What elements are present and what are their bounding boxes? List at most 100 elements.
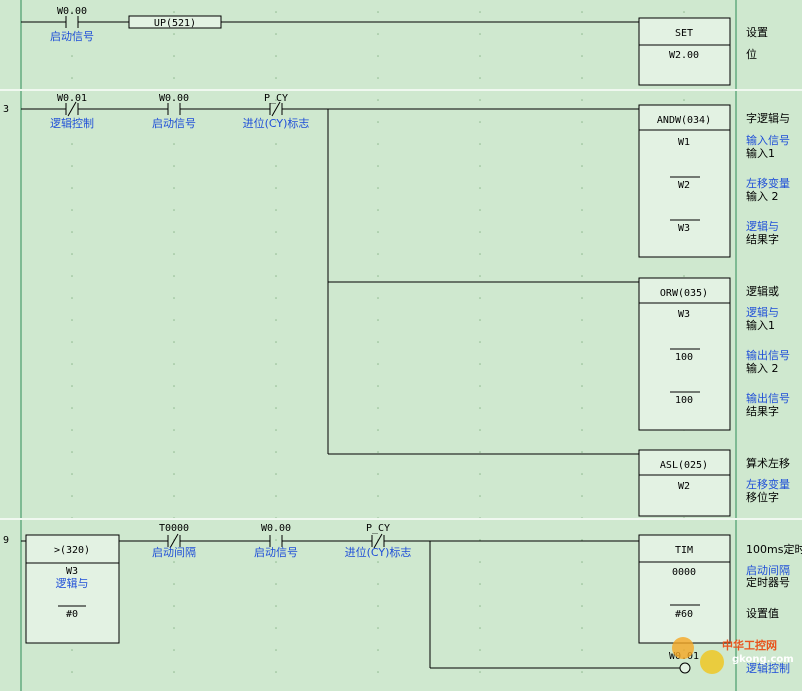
grid-dot [173, 451, 175, 453]
tim-title: TIM [675, 545, 693, 556]
grid-dot [683, 275, 685, 277]
grid-dot [173, 495, 175, 497]
grid-dot [581, 495, 583, 497]
contact-address: W0.00 [159, 93, 189, 104]
grid-dot [581, 429, 583, 431]
grid-dot [275, 363, 277, 365]
grid-dot [173, 11, 175, 13]
grid-dot [275, 165, 277, 167]
grid-dot [173, 55, 175, 57]
grid-dot [479, 583, 481, 585]
grid-dot [479, 319, 481, 321]
andw-operand: W1 [678, 137, 690, 148]
andw-instruction[interactable]: ANDW(034) W1 W2 W3 [638, 104, 731, 258]
grid-dot [479, 451, 481, 453]
grid-dot [275, 627, 277, 629]
grid-dot [173, 429, 175, 431]
orw-operand: 100 [675, 395, 693, 406]
contact-comment: 启动信号 [254, 546, 298, 559]
operand-description: 结果字 [746, 232, 779, 246]
compare-operand: #0 [66, 609, 78, 620]
grid-dot [275, 671, 277, 673]
grid-dot [173, 407, 175, 409]
grid-dot [173, 385, 175, 387]
asl-instruction[interactable]: ASL(025) W2 [638, 449, 731, 517]
grid-dot [71, 407, 73, 409]
grid-dot [173, 231, 175, 233]
grid-dot [581, 121, 583, 123]
grid-dot [581, 341, 583, 343]
set-instruction-box[interactable] [638, 17, 731, 86]
contact-comment: 进位(CY)标志 [345, 545, 412, 559]
operand-comment: 左移变量 [746, 176, 790, 190]
grid-dot [683, 99, 685, 101]
grid-dot [581, 627, 583, 629]
grid-dot [71, 341, 73, 343]
contact-address: P_CY [264, 93, 288, 104]
grid-dot [479, 385, 481, 387]
tim-operand: #60 [675, 609, 693, 620]
contact-nc[interactable] [65, 101, 79, 117]
grid-dot [71, 473, 73, 475]
grid-dot [377, 143, 379, 145]
grid-dot [581, 583, 583, 585]
contact-no[interactable] [65, 16, 79, 28]
grid-dot [71, 253, 73, 255]
grid-dot [581, 451, 583, 453]
asl-operand: W2 [678, 481, 690, 492]
watermark-text: 中华工控网 [722, 638, 777, 652]
rung-3[interactable]: >(320) W3 逻辑与 #0 T0000 启动间隔 W0.00 启动信号 P… [21, 523, 802, 675]
rung-2[interactable]: W0.01 逻辑控制 W0.00 启动信号 P_CY 进位(CY)标志 ANDW… [21, 93, 790, 517]
contact-address: P_CY [366, 523, 390, 534]
grid-dot [275, 341, 277, 343]
grid-dot [479, 473, 481, 475]
andw-operand: W3 [678, 223, 690, 234]
grid-dot [479, 253, 481, 255]
grid-dot [173, 473, 175, 475]
grid-dot [581, 561, 583, 563]
grid-dot [275, 539, 277, 541]
tim-instruction[interactable]: TIM 0000 #60 [638, 534, 731, 644]
grid-dot [71, 187, 73, 189]
operand-comment: 逻辑与 [746, 219, 779, 233]
grid-dot [71, 319, 73, 321]
grid-dot [275, 187, 277, 189]
grid-dot [479, 495, 481, 497]
grid-dot [275, 429, 277, 431]
grid-dot [173, 319, 175, 321]
grid-dot [275, 561, 277, 563]
grid-dot [479, 33, 481, 35]
grid-dot [71, 231, 73, 233]
grid-dot [71, 385, 73, 387]
grid-dot [275, 253, 277, 255]
grid-dot [377, 561, 379, 563]
contact-address: W0.01 [57, 93, 87, 104]
contact-nc[interactable] [269, 101, 283, 117]
rung-1[interactable]: W0.00 启动信号 UP(521) SET W2.00 设置 位 [21, 6, 768, 86]
operand-comment: 左移变量 [746, 477, 790, 491]
orw-instruction[interactable]: ORW(035) W3 100 100 [638, 277, 731, 431]
grid-dot [581, 363, 583, 365]
grid-dot [377, 297, 379, 299]
grid-dot [71, 297, 73, 299]
grid-dot [479, 297, 481, 299]
grid-dot [377, 649, 379, 651]
grid-dot [377, 11, 379, 13]
rung-number: 9 [3, 535, 9, 546]
output-coil[interactable] [679, 662, 691, 674]
operand-comment: 输出信号 [746, 391, 790, 405]
grid-dot [377, 275, 379, 277]
tim-operand: 0000 [672, 567, 696, 578]
grid-dot [377, 627, 379, 629]
rung-number: 3 [3, 104, 9, 115]
compare-instruction[interactable]: >(320) W3 逻辑与 #0 [25, 534, 120, 644]
asl-title: ASL(025) [660, 460, 708, 471]
grid-dot [173, 605, 175, 607]
operand-comment: 输出信号 [746, 348, 790, 362]
contact-comment: 进位(CY)标志 [243, 116, 310, 130]
grid-dot [173, 275, 175, 277]
contact-no[interactable] [167, 103, 181, 115]
set-comment: 设置 [746, 26, 768, 39]
operand-description: 输入1 [746, 318, 775, 332]
